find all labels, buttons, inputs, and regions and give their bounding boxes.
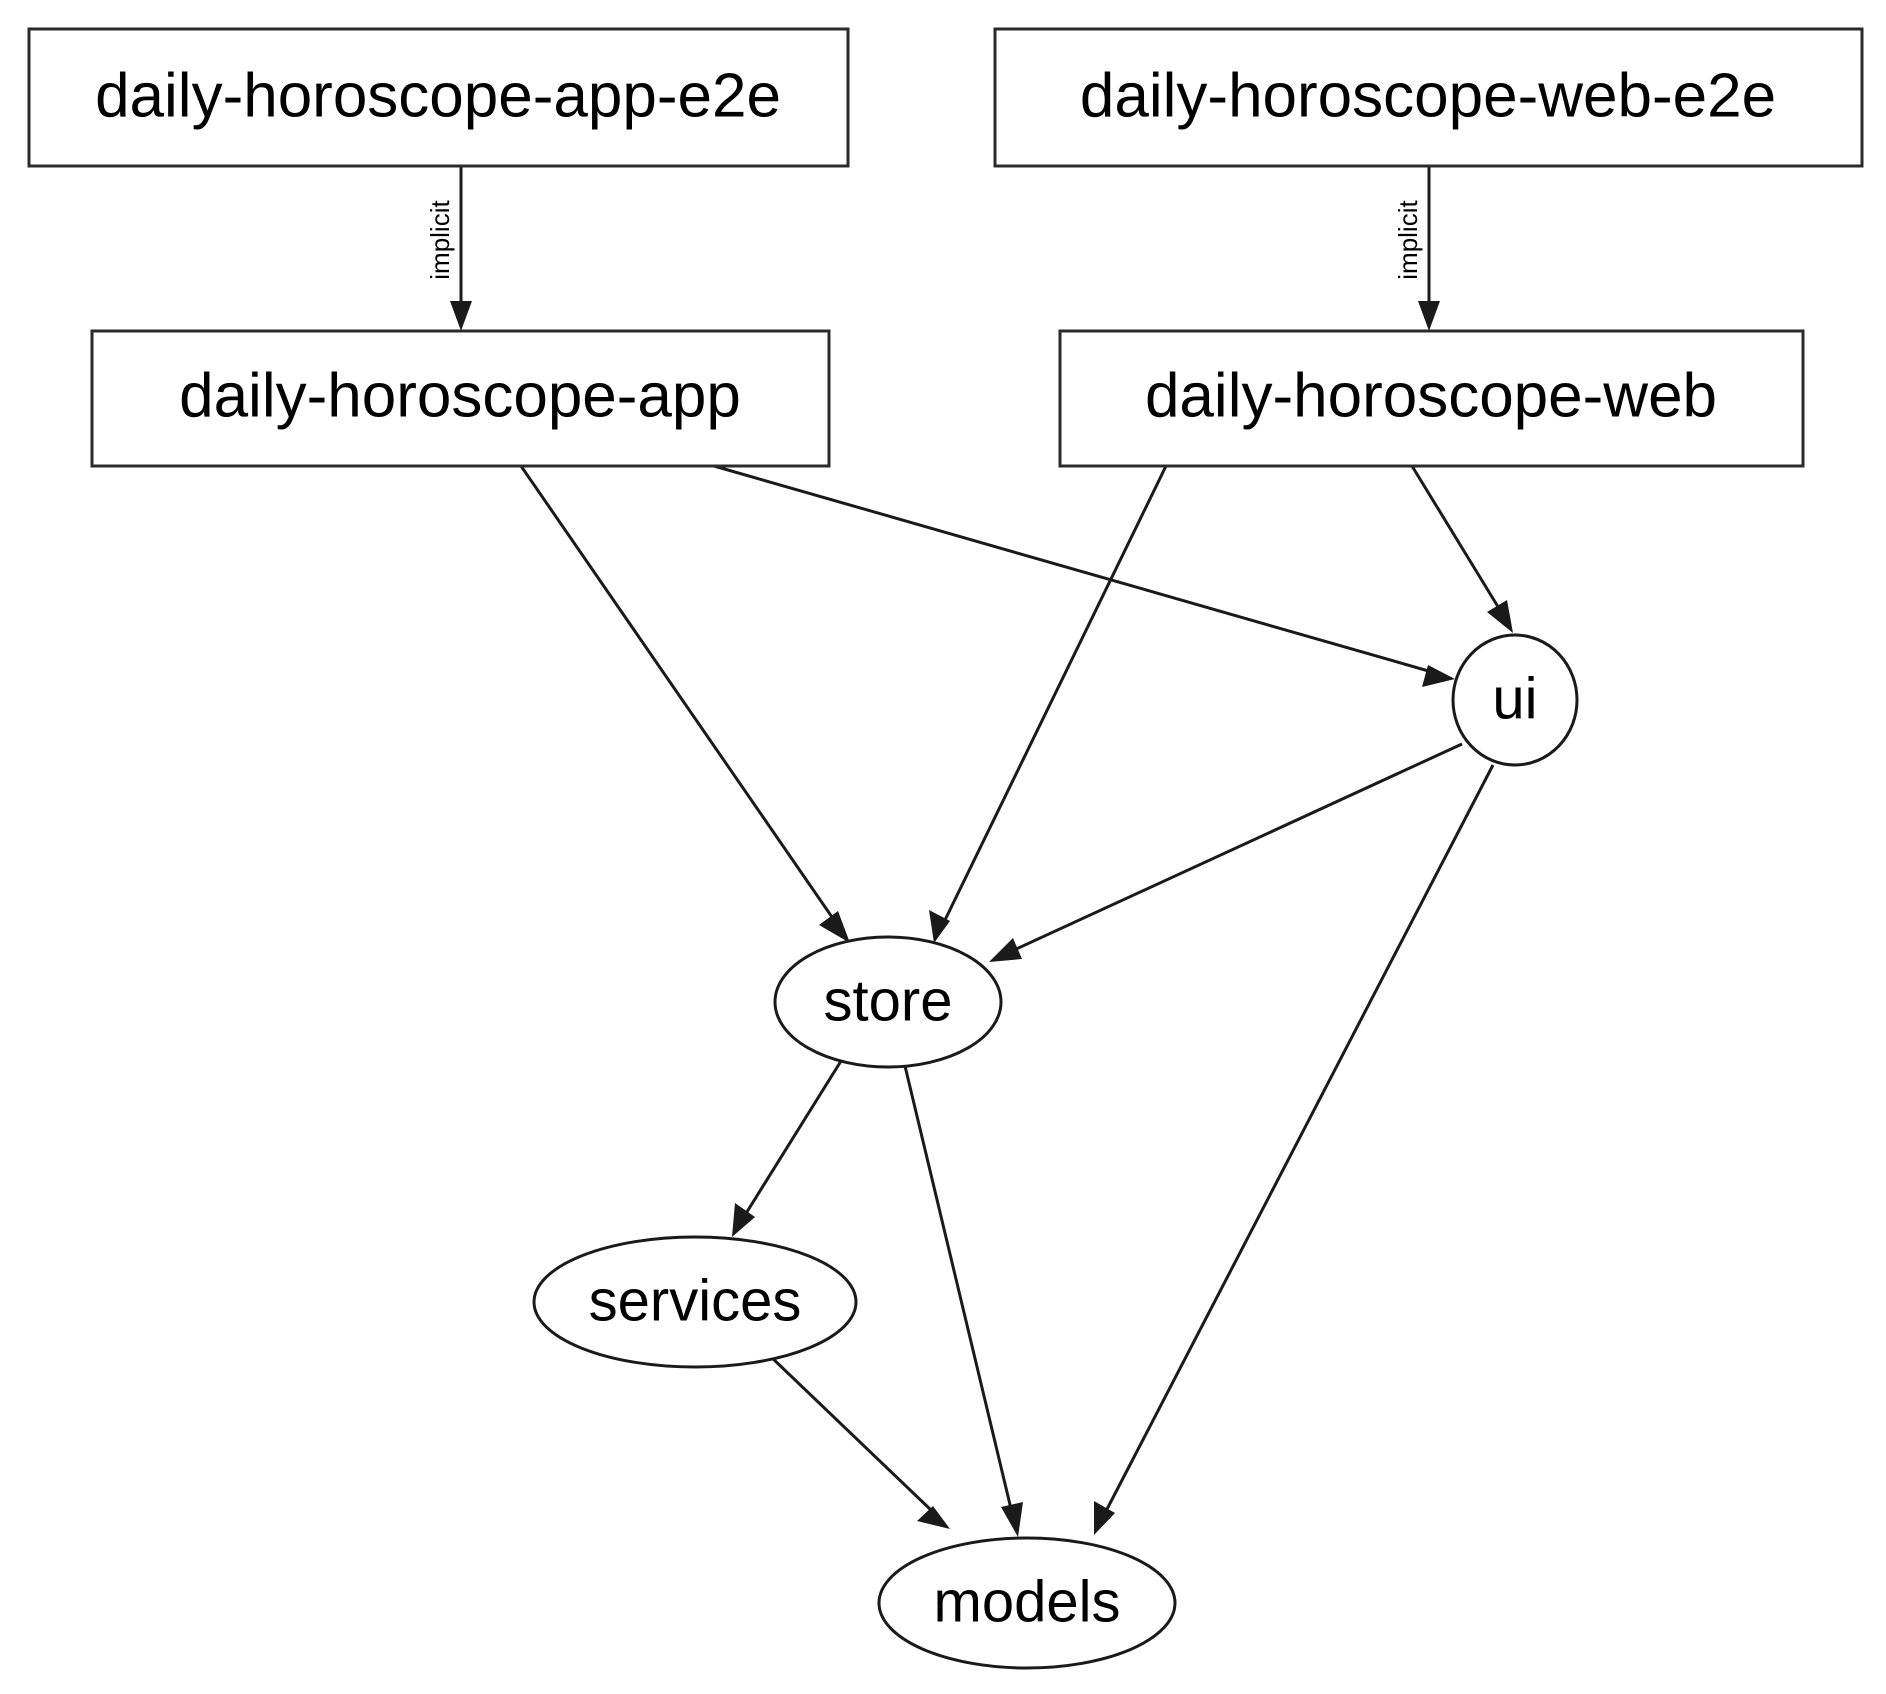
node-daily-horoscope-app-e2e[interactable]: daily-horoscope-app-e2e — [27, 27, 850, 168]
edge-store-to-services — [732, 1060, 843, 1237]
edge-line — [1410, 465, 1502, 611]
node-label: store — [824, 968, 953, 1033]
node-label: ui — [1492, 666, 1537, 731]
arrowhead-icon — [1487, 600, 1513, 633]
edge-app-to-store — [519, 465, 850, 943]
node-label: daily-horoscope-web-e2e — [1080, 61, 1776, 130]
node-label: services — [589, 1268, 802, 1333]
edge-label-implicit-app: implicit — [425, 200, 455, 280]
edge-line — [903, 1065, 1014, 1514]
edge-line — [767, 1353, 934, 1513]
node-label: daily-horoscope-web — [1145, 361, 1717, 430]
node-shape-ellipse[interactable] — [532, 1235, 858, 1369]
edge-app-e2e-to-app: implicit — [425, 166, 472, 331]
arrowhead-icon — [989, 938, 1022, 962]
edge-line — [743, 1060, 843, 1216]
node-shape-ellipse[interactable] — [773, 935, 1003, 1069]
node-ui[interactable]: ui — [1451, 633, 1579, 767]
edge-line — [1011, 742, 1463, 953]
node-shape-ellipse[interactable] — [877, 1536, 1177, 1670]
arrowhead-icon — [819, 911, 850, 943]
node-shape-ellipse[interactable] — [1451, 633, 1579, 767]
edge-store-to-models — [903, 1065, 1023, 1537]
arrowhead-icon — [929, 910, 950, 943]
edge-line — [943, 465, 1168, 921]
edge-web-to-ui — [1410, 465, 1513, 633]
edge-ui-to-models — [1094, 764, 1495, 1535]
node-daily-horoscope-web-e2e[interactable]: daily-horoscope-web-e2e — [993, 27, 1864, 168]
node-shape-rectangle[interactable] — [1058, 329, 1805, 468]
edge-services-to-models — [767, 1353, 950, 1529]
node-label: daily-horoscope-app-e2e — [95, 61, 781, 130]
edge-line — [713, 464, 1433, 674]
arrowhead-icon — [1001, 1502, 1023, 1537]
node-daily-horoscope-app[interactable]: daily-horoscope-app — [90, 329, 831, 468]
arrowhead-icon — [1422, 665, 1455, 687]
edge-line — [1103, 764, 1495, 1514]
node-shape-rectangle[interactable] — [27, 27, 850, 168]
node-services[interactable]: services — [532, 1235, 858, 1369]
arrowhead-icon — [917, 1506, 950, 1529]
edge-line — [519, 465, 836, 921]
arrowhead-icon — [450, 301, 472, 331]
node-shape-rectangle[interactable] — [90, 329, 831, 468]
arrowhead-icon — [732, 1203, 755, 1237]
arrowhead-icon — [1094, 1501, 1115, 1535]
node-store[interactable]: store — [773, 935, 1003, 1069]
edge-ui-to-store — [989, 742, 1463, 962]
edge-web-to-store — [929, 465, 1168, 943]
node-label: models — [934, 1569, 1121, 1634]
node-label: daily-horoscope-app — [179, 361, 741, 430]
node-models[interactable]: models — [877, 1536, 1177, 1670]
node-shape-rectangle[interactable] — [993, 27, 1864, 168]
edge-app-to-ui — [713, 464, 1455, 687]
edge-label-implicit-web: implicit — [1393, 200, 1423, 280]
node-layer: daily-horoscope-app-e2e daily-horoscope-… — [27, 27, 1864, 1670]
node-daily-horoscope-web[interactable]: daily-horoscope-web — [1058, 329, 1805, 468]
edge-web-e2e-to-web: implicit — [1393, 166, 1440, 331]
arrowhead-icon — [1418, 301, 1440, 331]
edge-layer: implicit implicit — [425, 166, 1513, 1537]
